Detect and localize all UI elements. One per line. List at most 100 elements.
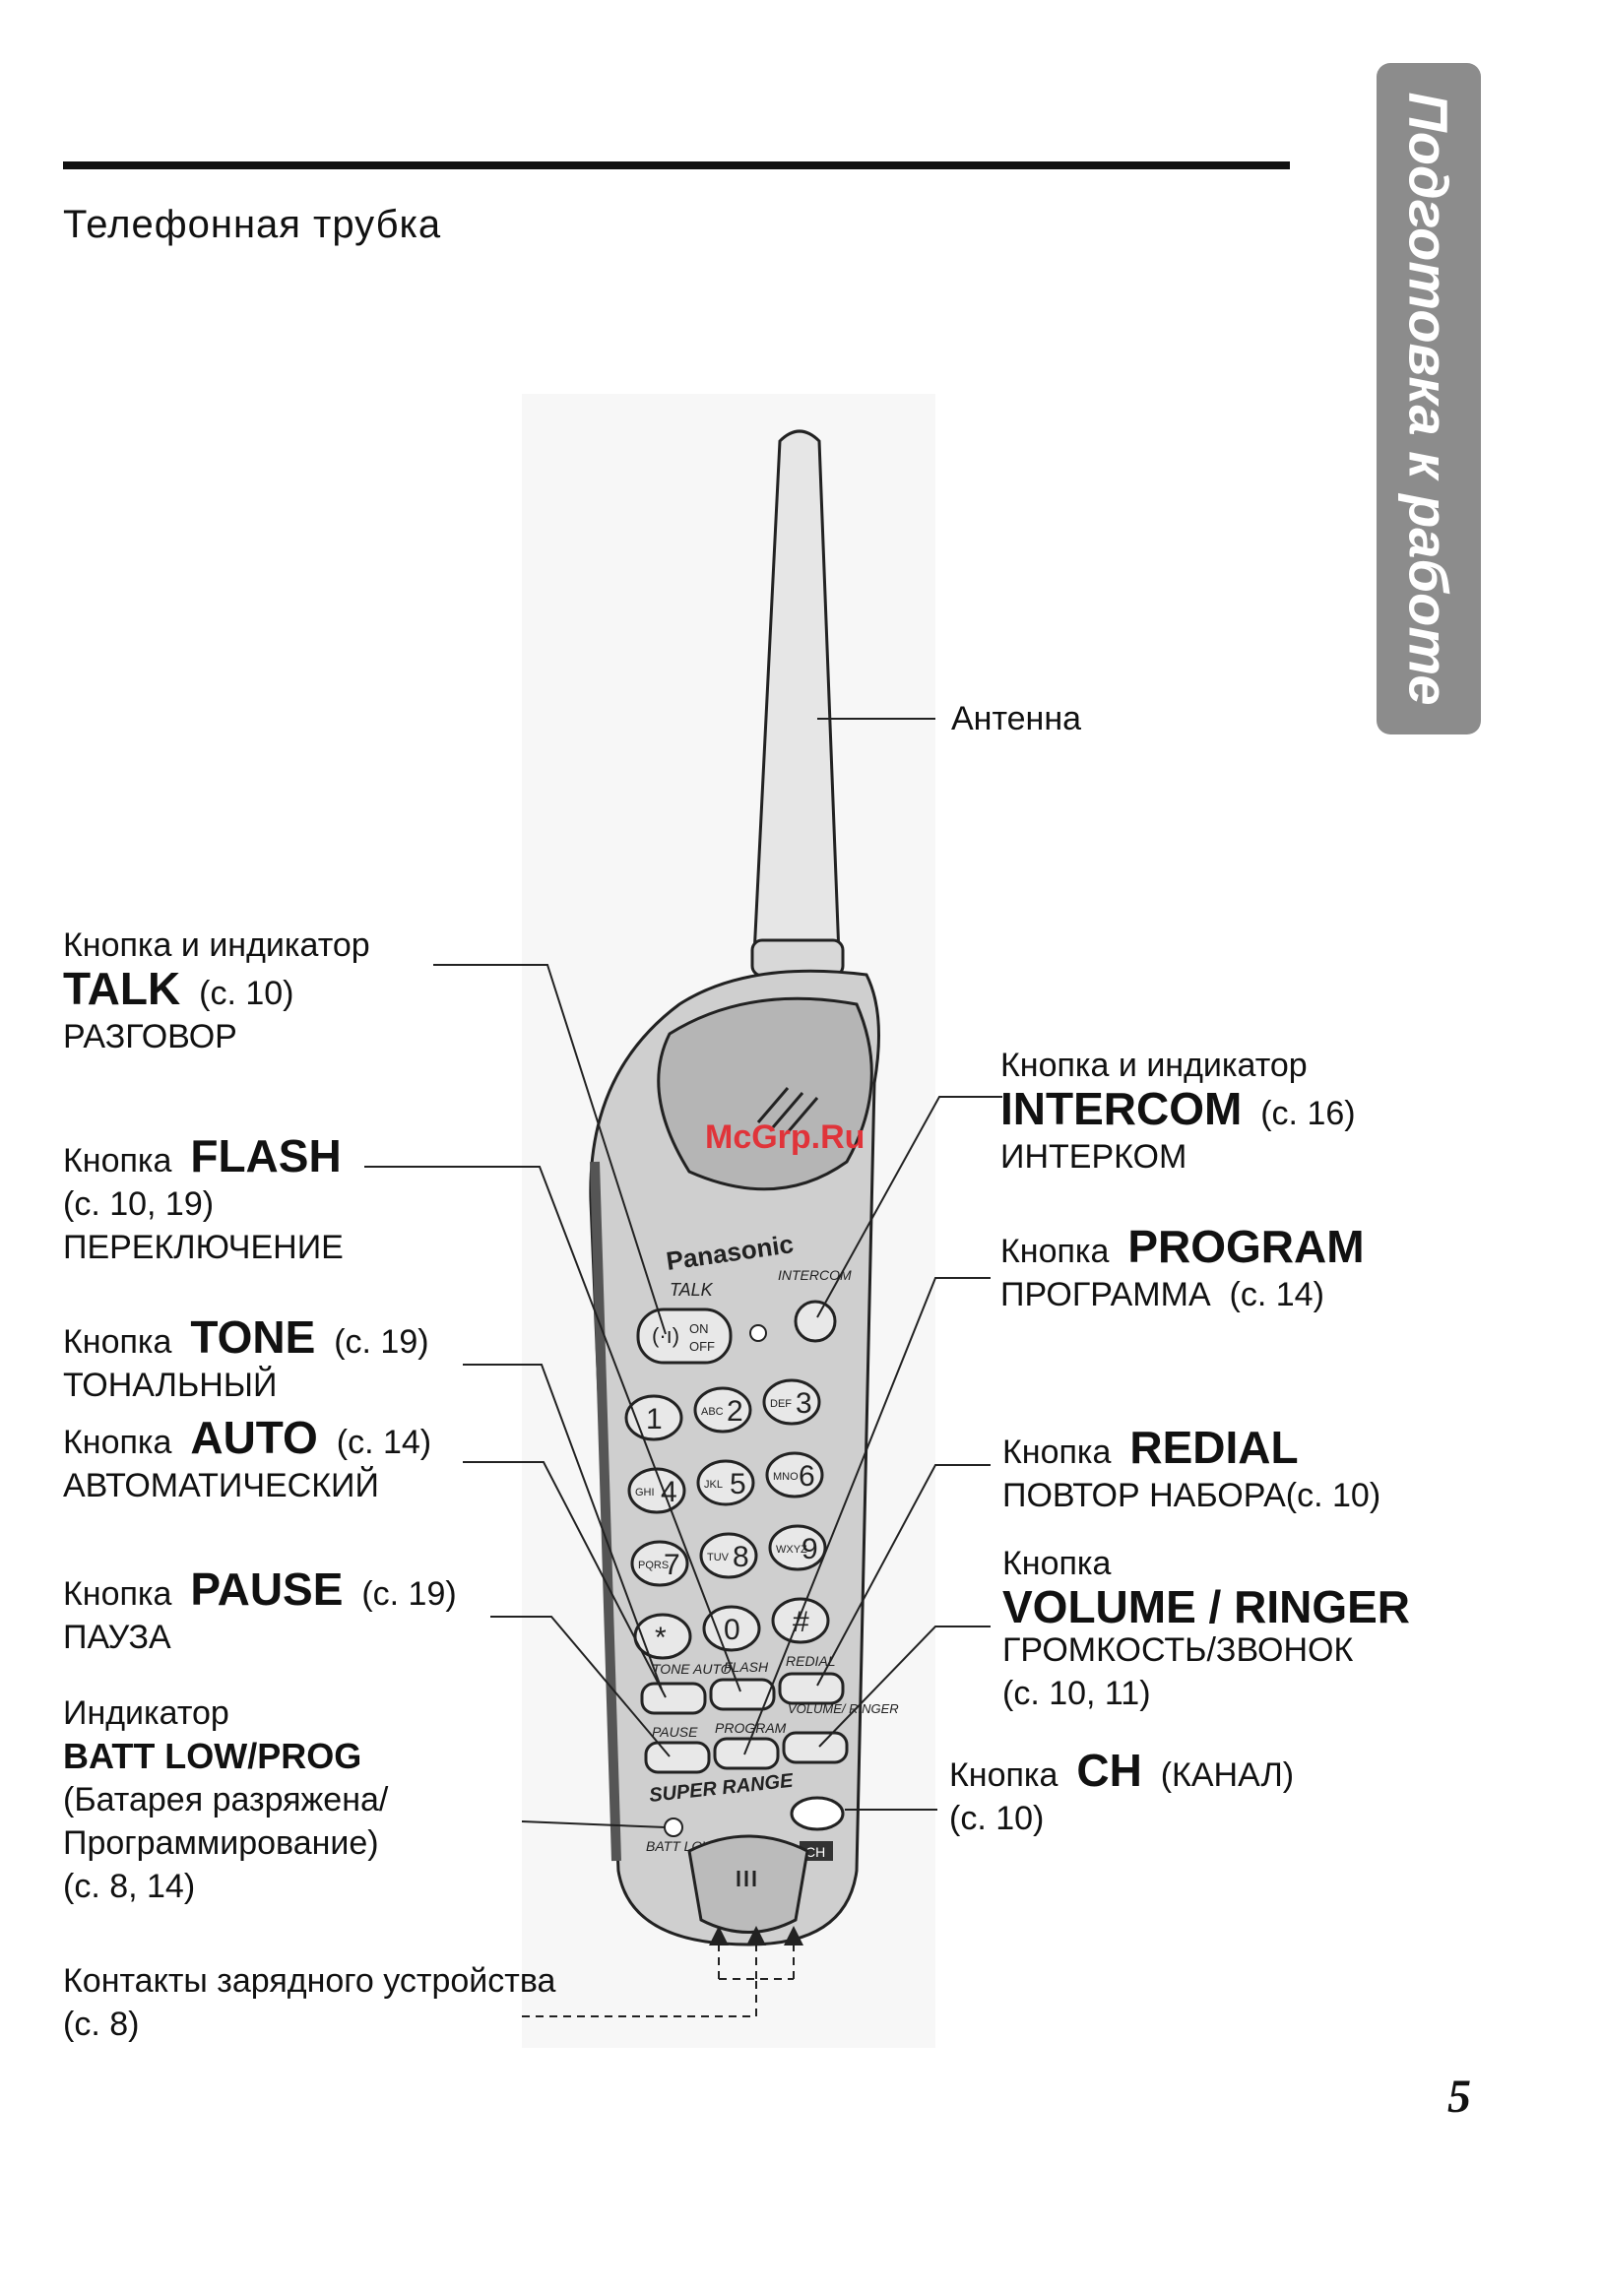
key-hash[interactable]: #	[771, 1597, 830, 1644]
page-number: 5	[1447, 2071, 1471, 2123]
key-letters: MNO	[773, 1471, 799, 1483]
program-label-page: (с. 14)	[1229, 1276, 1324, 1313]
redial-label: Кнопка REDIAL ПОВТОР НАБОРА(с. 10)	[1002, 1425, 1380, 1517]
auto-label-ru: АВТОМАТИЧЕСКИЙ	[63, 1467, 379, 1504]
ch-button[interactable]	[790, 1796, 845, 1831]
header-rule	[63, 161, 1290, 169]
key-star[interactable]: *	[633, 1613, 692, 1660]
key-letters: JKL	[704, 1479, 723, 1491]
phone-icon: (·ı)	[652, 1323, 679, 1348]
watermark-text: McGrp.Ru	[705, 1118, 866, 1156]
talk-label-page: (с. 10)	[199, 975, 294, 1012]
tone-label: Кнопка TONE (с. 19) ТОНАЛЬНЫЙ	[63, 1314, 429, 1407]
contacts-label-text: Контакты зарядного устройства	[63, 1962, 556, 2000]
program-label-prefix: Кнопка	[1000, 1233, 1110, 1270]
key-0[interactable]: 0	[702, 1605, 761, 1652]
key-1[interactable]: 1	[624, 1394, 683, 1441]
intercom-button[interactable]	[794, 1300, 837, 1343]
pause-button[interactable]	[644, 1741, 711, 1774]
antenna	[752, 429, 841, 957]
pause-label: Кнопка PAUSE (с. 19) ПАУЗА	[63, 1566, 457, 1659]
flash-label-name: FLASH	[190, 1130, 342, 1181]
batt-label-ru1: (Батарея разряжена/	[63, 1781, 389, 1818]
talk-indicator	[749, 1324, 767, 1342]
speaker-slots	[737, 1871, 756, 1886]
batt-label-name: BATT LOW/PROG	[63, 1736, 362, 1776]
intercom-label-page: (с. 16)	[1260, 1095, 1356, 1132]
intercom-label-name: INTERCOM	[1000, 1083, 1243, 1134]
flash-button[interactable]	[709, 1678, 776, 1711]
contacts-label-page: (с. 8)	[63, 2006, 140, 2043]
key-digit: 6	[799, 1460, 815, 1493]
redial-caption: REDIAL	[786, 1653, 836, 1669]
flash-label: Кнопка FLASH (с. 10, 19) ПЕРЕКЛЮЧЕНИЕ	[63, 1133, 344, 1269]
volume-label-ru: ГРОМКОСТЬ/ЗВОНОК	[1002, 1631, 1354, 1669]
auto-label-name: AUTO	[190, 1412, 318, 1463]
redial-label-prefix: Кнопка	[1002, 1434, 1112, 1471]
program-label: Кнопка PROGRAM ПРОГРАММА (с. 14)	[1000, 1224, 1365, 1316]
key-digit: *	[655, 1622, 667, 1654]
auto-label-prefix: Кнопка	[63, 1424, 172, 1461]
tone-label-name: TONE	[190, 1311, 316, 1363]
ch-label-prefix: Кнопка	[949, 1756, 1058, 1794]
on-label: ON	[689, 1321, 709, 1336]
intercom-label: Кнопка и индикатор INTERCOM (с. 16) ИНТЕ…	[1000, 1044, 1356, 1179]
program-caption: PROGRAM	[715, 1720, 787, 1736]
batt-label: Индикатор BATT LOW/PROG (Батарея разряже…	[63, 1691, 388, 1908]
pause-label-prefix: Кнопка	[63, 1575, 172, 1613]
volume-label: Кнопка VOLUME / RINGER ГРОМКОСТЬ/ЗВОНОК …	[1002, 1542, 1410, 1715]
volume-ringer-button[interactable]	[782, 1731, 849, 1764]
pause-label-page: (с. 19)	[361, 1575, 457, 1613]
tone-auto-caption: TONE AUTO	[652, 1661, 732, 1677]
tone-label-ru: ТОНАЛЬНЫЙ	[63, 1367, 278, 1404]
flash-caption: FLASH	[724, 1659, 769, 1675]
key-letters: WXYZ	[776, 1544, 807, 1556]
auto-label: Кнопка AUTO (с. 14) АВТОМАТИЧЕСКИЙ	[63, 1415, 432, 1507]
key-letters: GHI	[635, 1487, 655, 1499]
key-5[interactable]: JKL 5	[696, 1459, 755, 1506]
key-letters: DEF	[770, 1398, 792, 1410]
pause-label-name: PAUSE	[190, 1563, 344, 1615]
program-button[interactable]	[713, 1737, 780, 1770]
pause-label-ru: ПАУЗА	[63, 1619, 171, 1656]
earpiece	[657, 996, 873, 1191]
redial-label-name: REDIAL	[1129, 1422, 1299, 1473]
charger-contact-area	[687, 1834, 809, 1934]
earpiece-slots	[756, 1087, 819, 1133]
program-label-name: PROGRAM	[1127, 1221, 1365, 1272]
key-digit: 2	[727, 1395, 743, 1428]
volume-label-name: VOLUME / RINGER	[1002, 1581, 1411, 1632]
flash-label-prefix: Кнопка	[63, 1142, 172, 1180]
ch-label-name: CH	[1076, 1745, 1142, 1796]
key-digit: 5	[730, 1468, 746, 1500]
auto-label-page: (с. 14)	[336, 1424, 432, 1461]
key-digit: 7	[664, 1549, 680, 1581]
ch-label-page: (с. 10)	[949, 1800, 1045, 1837]
page-title: Телефонная трубка	[63, 203, 442, 246]
intercom-caption: INTERCOM	[778, 1267, 852, 1283]
batt-label-ru2: Программирование)	[63, 1824, 379, 1862]
intercom-label-prefix: Кнопка и индикатор	[1000, 1047, 1308, 1084]
redial-button[interactable]	[778, 1672, 845, 1705]
talk-caption: TALK	[670, 1280, 714, 1300]
key-digit: 8	[733, 1541, 749, 1573]
flash-label-page: (с. 10, 19)	[63, 1185, 215, 1223]
off-label: OFF	[689, 1339, 715, 1354]
talk-label-prefix: Кнопка и индикатор	[63, 926, 370, 964]
tone-auto-button[interactable]	[640, 1682, 707, 1715]
tone-label-prefix: Кнопка	[63, 1323, 172, 1361]
talk-label-name: TALK	[63, 963, 181, 1014]
key-3[interactable]: DEF 3	[762, 1378, 821, 1426]
key-digit: 3	[796, 1387, 812, 1420]
flash-label-ru: ПЕРЕКЛЮЧЕНИЕ	[63, 1229, 344, 1266]
redial-label-ru: ПОВТОР НАБОРА	[1002, 1477, 1286, 1514]
key-letters: ABC	[701, 1406, 724, 1418]
